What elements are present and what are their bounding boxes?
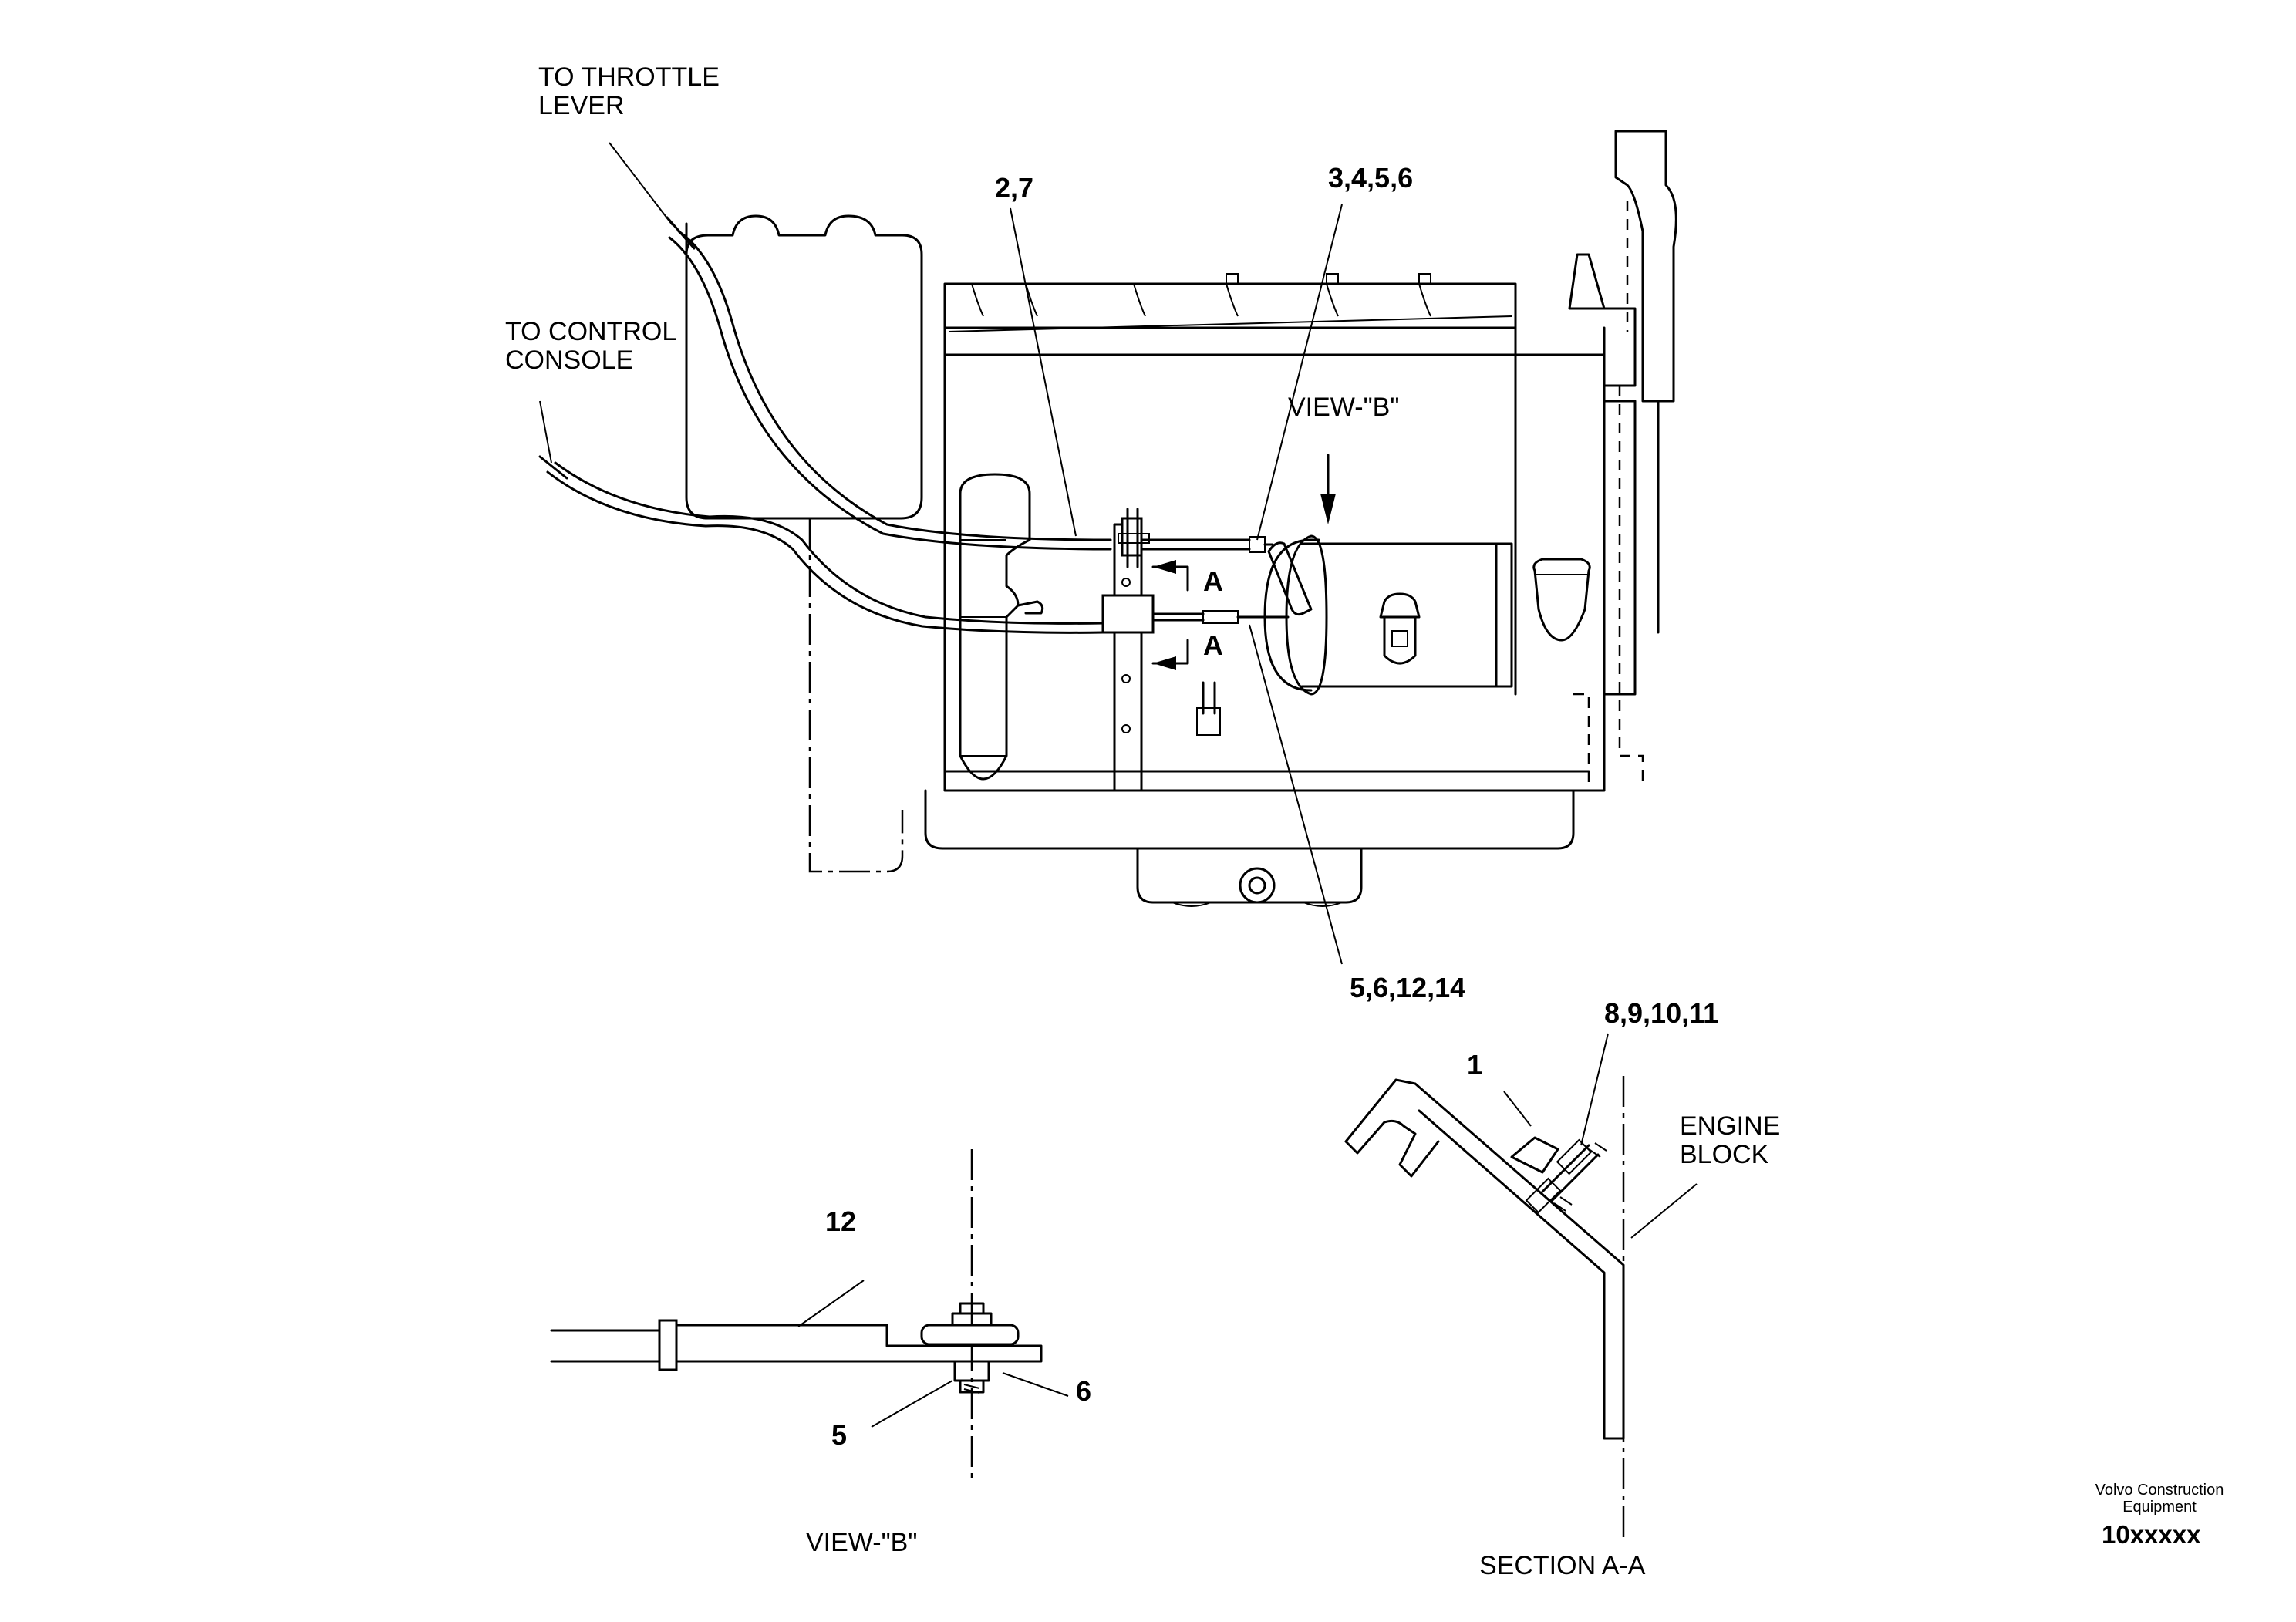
callout-2-7: 2,7 <box>995 172 1034 204</box>
view-b-title: VIEW-"B" <box>806 1528 918 1557</box>
callout-5: 5 <box>831 1419 848 1451</box>
callout-6: 6 <box>1076 1375 1092 1407</box>
drawing-code: 10xxxxx <box>2102 1520 2201 1549</box>
company-name: Volvo Construction Equipment <box>2095 1482 2224 1516</box>
callout-12: 12 <box>825 1206 857 1237</box>
engine-main-view <box>685 130 1677 907</box>
callout-8-9-10-11: 8,9,10,11 <box>1604 997 1719 1029</box>
leader-lines <box>539 142 1343 965</box>
callout-1: 1 <box>1467 1049 1483 1081</box>
view-b-arrow-label: VIEW-"B" <box>1288 393 1400 422</box>
section-aa-detail <box>1344 1033 1698 1539</box>
to-throttle-lever-label: TO THROTTLE LEVER <box>538 62 720 120</box>
to-control-console-label: TO CONTROL CONSOLE <box>505 317 677 375</box>
callout-3-4-5-6: 3,4,5,6 <box>1328 162 1414 194</box>
section-marker-a-top: A <box>1203 565 1223 597</box>
section-marker-a-bottom: A <box>1203 629 1223 661</box>
engine-block-label: ENGINE BLOCK <box>1680 1111 1781 1169</box>
section-aa-title: SECTION A-A <box>1479 1551 1646 1580</box>
throttle-cables <box>538 216 1290 634</box>
callout-5-6-12-14: 5,6,12,14 <box>1350 972 1466 1003</box>
view-b-detail <box>550 1149 1069 1481</box>
